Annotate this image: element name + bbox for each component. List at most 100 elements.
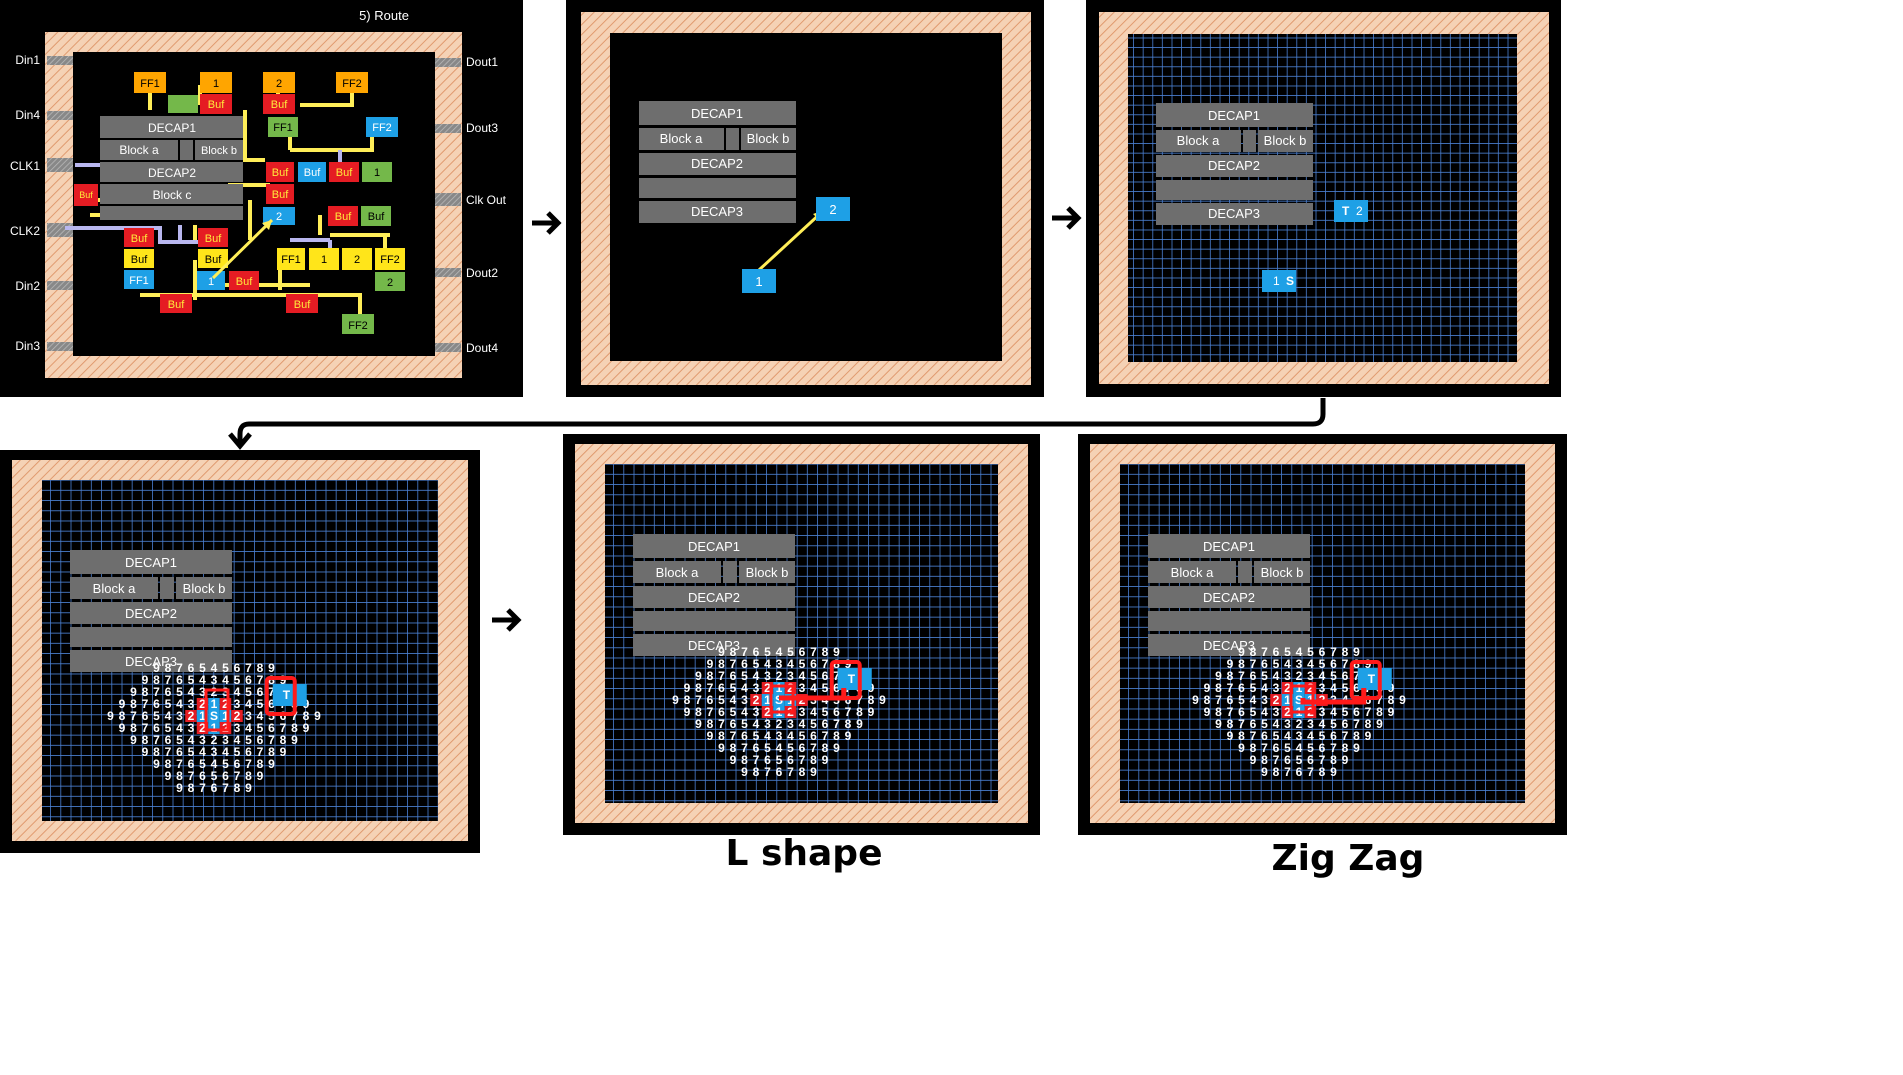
pin-din1 [47,56,73,65]
decap-blank [1148,611,1310,631]
wave-label: 7 [257,745,264,759]
decap-label: DECAP1 [1208,108,1260,123]
wave-label: 7 [291,709,298,723]
block-c [100,184,243,204]
wave-label: 8 [257,757,264,771]
wave-label: 7 [1319,753,1326,767]
block-a-label: Block a [93,581,136,596]
target-highlight [264,676,297,716]
l-shape-route [779,688,847,701]
cell-buf [124,249,154,268]
wave-cell [761,682,774,694]
wave-label: 7 [695,693,702,707]
cell-ff2 [336,72,368,93]
cell-label: FF1 [140,78,160,90]
wave-label: 3 [188,721,195,735]
wave-label: 7 [1353,669,1360,683]
wave-label: 7 [1342,657,1349,671]
wave-label: 5 [234,745,241,759]
wave-label: 9 [833,741,840,755]
wave-label: 5 [1319,729,1326,743]
decap1-label: DECAP1 [688,539,740,554]
wave-label: 9 [268,661,275,675]
decap2 [70,602,232,624]
cell-ff2 [375,248,405,270]
wave-label: 7 [833,669,840,683]
wave-label: 7 [833,717,840,731]
wave-label: 4 [787,729,794,743]
route-arrow [211,218,274,280]
wave-label: 8 [1353,729,1360,743]
cell-1 [197,271,225,290]
wave-label: 6 [257,733,264,747]
cell-label: 2 [276,211,282,223]
cell-label: 2 [276,78,282,90]
wave-label: 5 [211,769,218,783]
wave-label: 4 [188,733,195,747]
wave-label: 6 [1250,669,1257,683]
panel-route-overview: 5) Route Din1 Din4 CLK1 CLK2 Din2 Din3 D… [0,0,523,397]
wave-label: 3 [799,681,806,695]
block-d4 [1238,561,1252,583]
wave-label: 7 [730,657,737,671]
block-d4 [1243,130,1256,152]
wave-cell [784,682,797,694]
wave-label: 4 [776,741,783,755]
wave-label: 7 [1273,753,1280,767]
wave-label: 3 [1319,705,1326,719]
wave-label: 9 [1353,741,1360,755]
wave-label: 6 [833,705,840,719]
label-din1: Din1 [15,53,40,67]
wave-label: 9 [1376,717,1383,731]
wave-label: 3 [1273,681,1280,695]
cell-2 [1334,200,1368,222]
wave-label: 9 [695,669,702,683]
wave-label: 5 [1342,681,1349,695]
cell-label: Buf [236,276,253,288]
cell-label: 2 [829,202,836,217]
wave-label: 6 [1273,741,1280,755]
wave-label: 9 [868,705,875,719]
wave-label: 7 [822,657,829,671]
cell-label: Buf [336,167,353,179]
source-highlight [769,684,795,714]
decap-stack: DECAP1 Block a Block b DECAP2 DECAP3 [639,101,796,223]
wave-label: 5 [1319,657,1326,671]
block-b [195,140,243,160]
wave-label: 5 [257,697,264,711]
caption-l-shape: L shape [725,833,883,874]
wave-cell [231,710,243,722]
panel-grid: DECAP1 Block a Block b DECAP2 DECAP3 T 2… [1086,0,1561,397]
wave-label: 3 [1261,693,1268,707]
decap2-label: DECAP2 [1203,590,1255,605]
decap1 [639,101,796,125]
wave-label: 4 [1296,741,1303,755]
wave-label: 3 [776,657,783,671]
block-a [633,561,721,583]
wave-label: 6 [1342,669,1349,683]
wave-label: 9 [741,765,748,779]
wave-label: 8 [119,709,126,723]
decap-stack: DECAP1 Block a Block b DECAP2 DECAP3 [1156,103,1313,225]
cell-label: FF2 [380,254,400,266]
wave-label: 5 [799,729,806,743]
wave-label: 6 [822,717,829,731]
wave-label: 1 [1296,681,1303,695]
wave-label: 9 [142,673,149,687]
wave-label: 4 [165,709,172,723]
wave-label: 6 [1238,705,1245,719]
cell-buf [160,294,192,313]
block-label: Block a [660,131,703,146]
wave-label: 6 [1227,693,1234,707]
wave-label: 6 [1330,657,1337,671]
wave-cell [196,722,209,734]
cell-buf [229,271,259,290]
cell-label: FF2 [372,122,392,134]
wave-label: 6 [707,693,714,707]
wave-label: 4 [1261,681,1268,695]
wave-cell [208,722,220,734]
wave-label: 5 [1330,717,1337,731]
wave-label: 5 [730,705,737,719]
wave-label: 8 [303,709,310,723]
